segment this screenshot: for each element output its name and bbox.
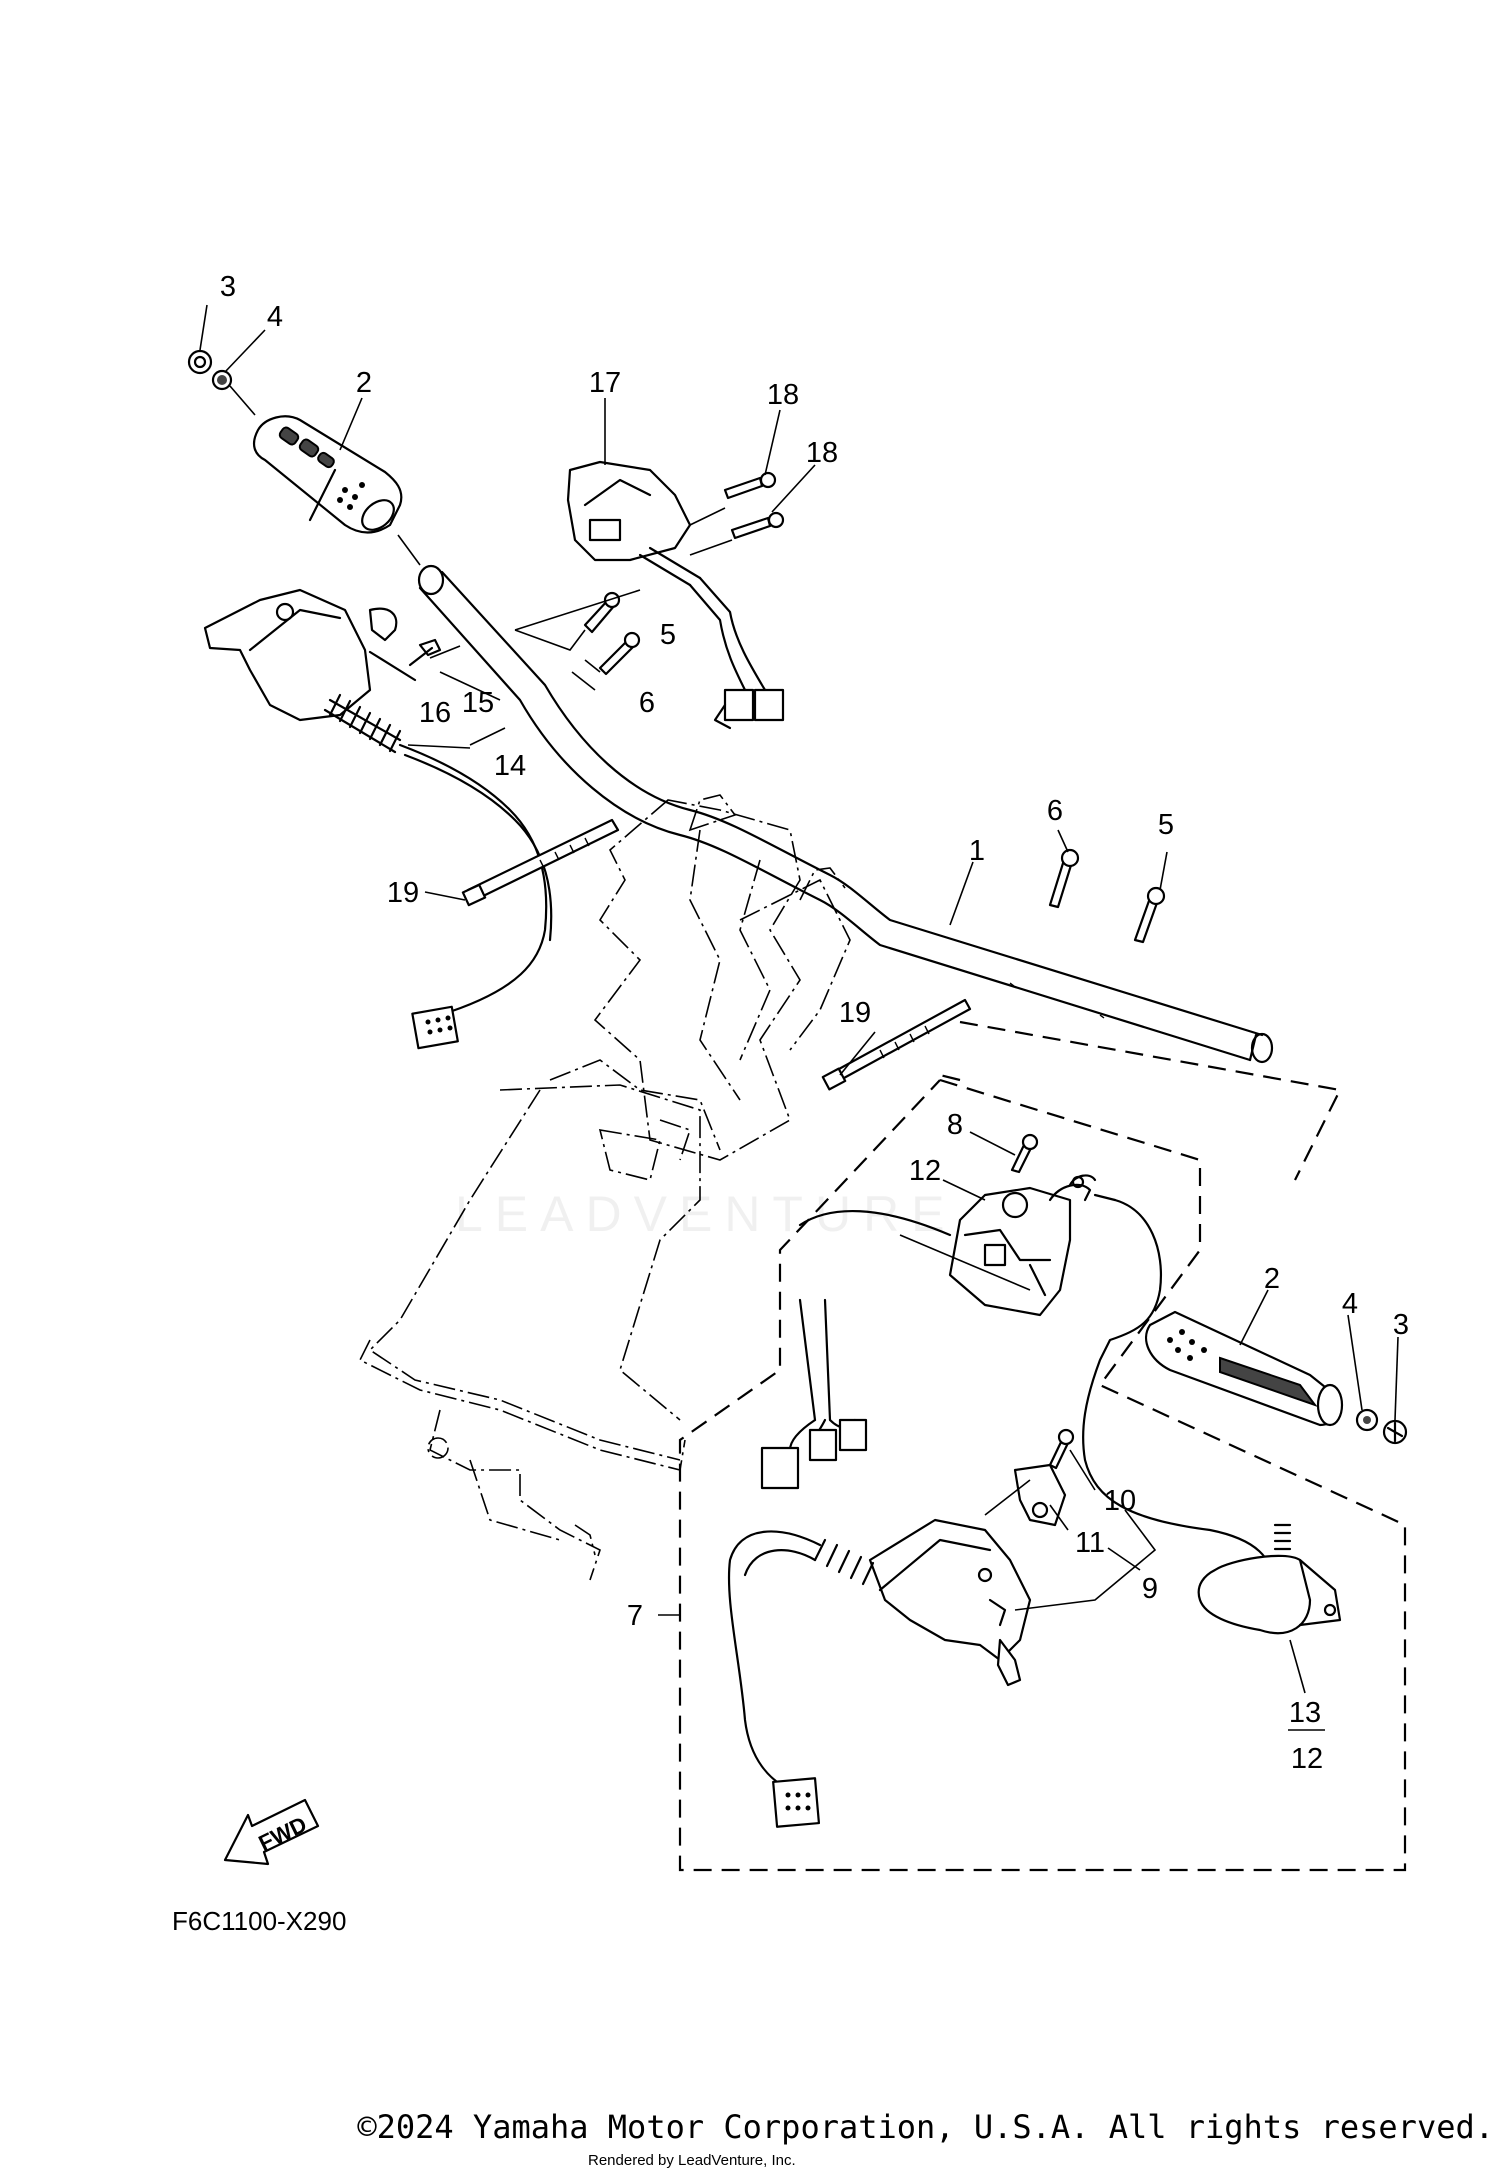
rendered-by-footer: Rendered by LeadVenture, Inc.	[588, 2152, 796, 2169]
callout-18-screw-upper: 18	[767, 379, 799, 411]
callout-19-cable-tie-right: 19	[839, 997, 871, 1029]
cable-tie-left	[461, 818, 620, 907]
cable-tie-right	[821, 998, 972, 1091]
nut-washer-upper-left	[187, 349, 256, 416]
callout-3-nut-right: 3	[1393, 1309, 1409, 1341]
callout-1-handlebar: 1	[969, 835, 985, 867]
callout-4-washer-right: 4	[1342, 1288, 1358, 1320]
callout-6-screw-left: 6	[639, 687, 655, 719]
grip-left	[252, 415, 421, 566]
screws-upper-middle	[514, 589, 641, 691]
leader-lines	[199, 304, 1399, 1694]
callout-5-screw-left: 5	[660, 619, 676, 651]
callout-4-washer-left: 4	[267, 301, 283, 333]
callout-13-lanyard: 13	[1289, 1697, 1321, 1729]
callout-5-screw-right: 5	[1158, 809, 1174, 841]
lanyard-strap	[1197, 1523, 1342, 1635]
callout-14: 14	[494, 750, 526, 782]
callout-15: 15	[462, 687, 494, 719]
left-switch-assembly	[203, 588, 553, 1050]
callout-16: 16	[419, 697, 451, 729]
screws-right-bar	[1048, 848, 1166, 944]
callout-7-harness: 7	[627, 1600, 643, 1632]
fwd-arrow-icon: FWD	[223, 1798, 320, 1866]
callout-18-screw-lower: 18	[806, 437, 838, 469]
callout-19-cable-tie-left: 19	[387, 877, 419, 909]
handlebar	[417, 564, 1274, 1064]
center-switch-housing	[566, 460, 785, 730]
callout-6-screw-right: 6	[1047, 795, 1063, 827]
callout-12-lanyard-set: 12	[1291, 1743, 1323, 1775]
callout-17-switch-housing: 17	[589, 367, 621, 399]
assembly-outline	[678, 1020, 1407, 1872]
diagram-code: F6C1100-X290	[172, 1906, 346, 1936]
right-switch-housing	[760, 1133, 1277, 1582]
callout-11-clamp: 11	[1075, 1527, 1105, 1559]
callout-10-screw: 10	[1104, 1485, 1136, 1517]
watermark: LEADVENTURE	[455, 1186, 957, 1242]
callout-9-switch: 9	[1142, 1573, 1158, 1605]
callout-8-screw: 8	[947, 1109, 963, 1141]
grip-right	[1144, 1310, 1408, 1445]
start-stop-switch-assembly	[727, 1428, 1075, 1828]
callout-2-grip-left: 2	[356, 367, 372, 399]
callout-2-grip-right: 2	[1264, 1263, 1280, 1295]
callout-labels: 3 4 2 17 18 18 5 6 15 16 14 19 6 5 1 19 …	[220, 271, 1409, 1775]
copyright-footer: ©2024 Yamaha Motor Corporation, U.S.A. A…	[357, 2108, 1494, 2146]
callout-3-nut-left: 3	[220, 271, 236, 303]
callout-12-right-switch: 12	[909, 1155, 941, 1187]
